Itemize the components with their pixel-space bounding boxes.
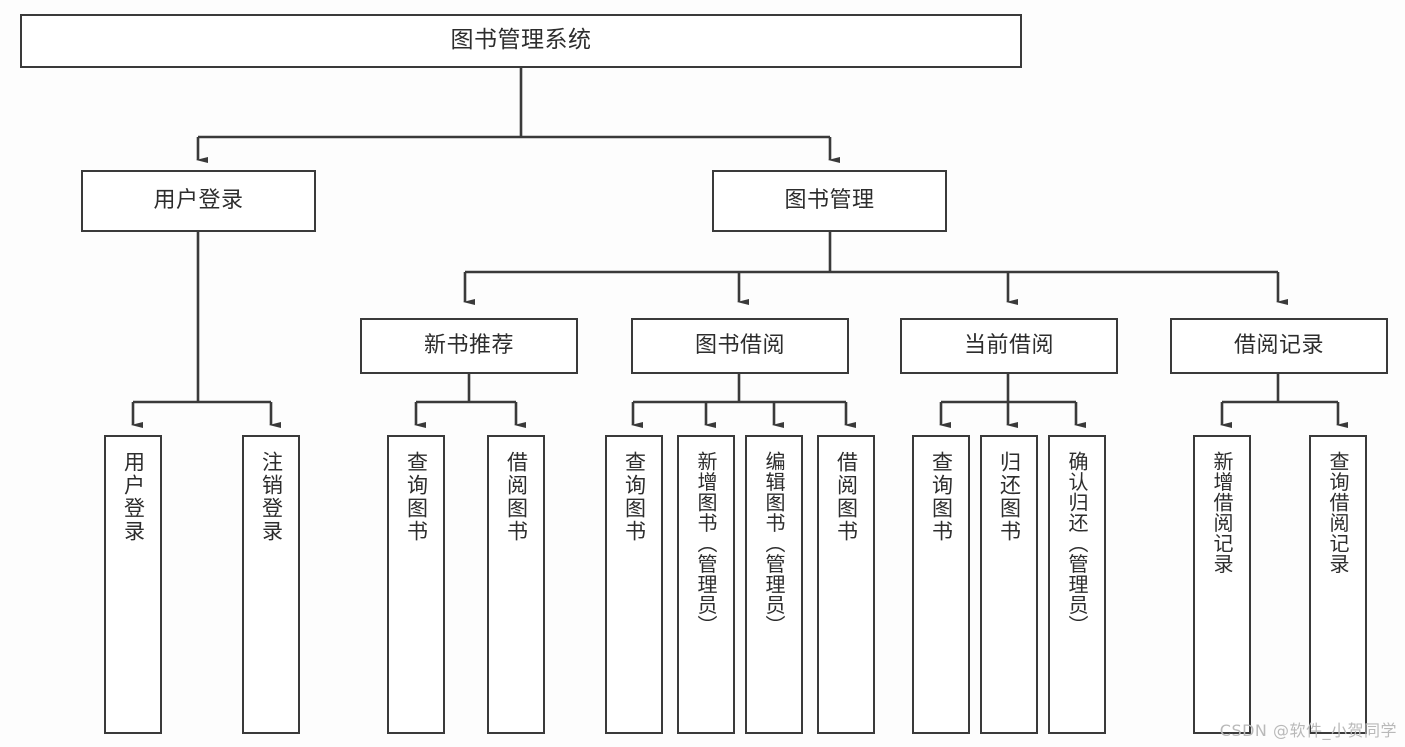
leaf-add-book-admin[interactable]: 新增图书（管理员）: [677, 435, 735, 734]
node-label: 新增图书（管理员）: [694, 451, 718, 636]
node-label: 借阅图书: [504, 451, 529, 543]
leaf-logout[interactable]: 注销登录: [242, 435, 300, 734]
node-label: 编辑图书（管理员）: [762, 451, 786, 636]
node-current-borrow[interactable]: 当前借阅: [900, 318, 1118, 374]
node-label: 查询图书: [929, 451, 954, 543]
leaf-return-book[interactable]: 归还图书: [980, 435, 1038, 734]
leaf-query-book-recommend[interactable]: 查询图书: [387, 435, 445, 734]
leaf-edit-book-admin[interactable]: 编辑图书（管理员）: [745, 435, 803, 734]
leaf-query-book-current[interactable]: 查询图书: [912, 435, 970, 734]
node-label: 归还图书: [997, 451, 1022, 543]
node-label: 查询图书: [622, 451, 647, 543]
node-root-system[interactable]: 图书管理系统: [20, 14, 1022, 68]
csdn-watermark: CSDN @软件_小贺同学: [1219, 721, 1397, 740]
node-label: 用户登录: [153, 188, 244, 214]
node-label: 当前借阅: [963, 333, 1054, 359]
leaf-borrow-book[interactable]: 借阅图书: [817, 435, 875, 734]
node-label: 图书管理: [784, 188, 875, 214]
node-label: 图书管理系统: [450, 27, 592, 54]
leaf-confirm-return-admin[interactable]: 确认归还（管理员）: [1048, 435, 1106, 734]
node-label: 注销登录: [259, 451, 284, 543]
leaf-query-book-borrow[interactable]: 查询图书: [605, 435, 663, 734]
leaf-query-borrow-record[interactable]: 查询借阅记录: [1309, 435, 1367, 734]
node-borrow-record[interactable]: 借阅记录: [1170, 318, 1388, 374]
node-user-login[interactable]: 用户登录: [81, 170, 316, 232]
node-label: 确认归还（管理员）: [1065, 451, 1089, 636]
leaf-borrow-book-recommend[interactable]: 借阅图书: [487, 435, 545, 734]
node-label: 图书借阅: [694, 333, 785, 359]
node-new-book-recommend[interactable]: 新书推荐: [360, 318, 578, 374]
node-label: 用户登录: [121, 451, 146, 543]
node-book-borrow[interactable]: 图书借阅: [631, 318, 849, 374]
node-label: 查询图书: [404, 451, 429, 543]
node-label: 借阅图书: [834, 451, 859, 543]
leaf-add-borrow-record[interactable]: 新增借阅记录: [1193, 435, 1251, 734]
node-label: 新增借阅记录: [1210, 451, 1234, 574]
node-label: 借阅记录: [1233, 333, 1324, 359]
leaf-user-login[interactable]: 用户登录: [104, 435, 162, 734]
node-label: 查询借阅记录: [1326, 451, 1350, 574]
node-book-management[interactable]: 图书管理: [712, 170, 947, 232]
node-label: 新书推荐: [423, 333, 514, 359]
